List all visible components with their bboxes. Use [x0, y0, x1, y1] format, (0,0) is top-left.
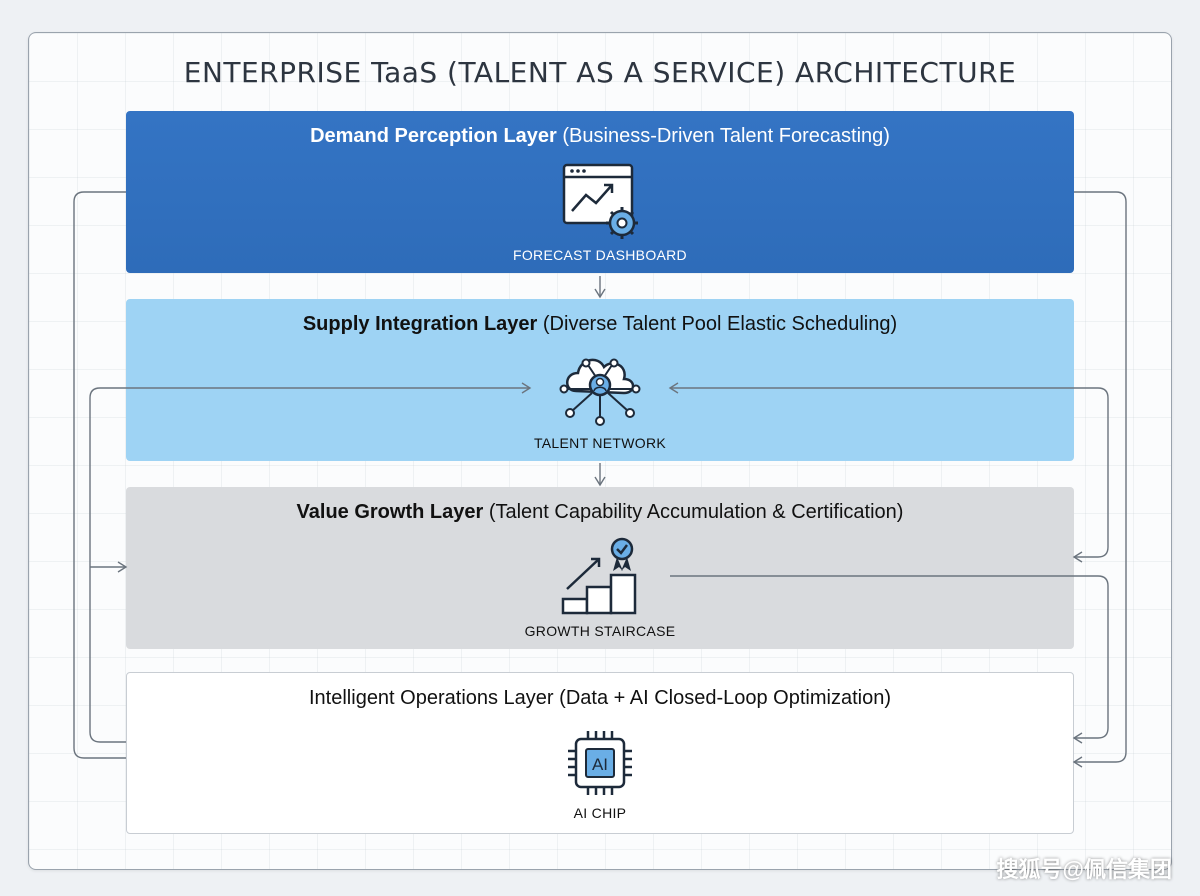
layer-description: (Business-Driven Talent Forecasting) — [562, 125, 890, 147]
layer-name: Demand Perception Layer — [310, 125, 557, 147]
layer-title: Demand Perception Layer (Business-Driven… — [126, 125, 1074, 148]
talent-network-icon — [559, 358, 641, 426]
layer-name: Supply Integration Layer — [302, 313, 538, 335]
ai-chip-icon: AI — [568, 731, 632, 795]
icon-caption: AI CHIP — [573, 805, 627, 821]
forecast-dashboard-icon — [562, 163, 638, 239]
layer-description: (Talent Capability Accumulation & Certif… — [488, 501, 904, 523]
growth-staircase-icon — [561, 537, 637, 615]
intelligent-operations-layer: Intelligent Operations Layer (Data + AI … — [126, 672, 1074, 834]
watermark: 搜狐号@佩信集团 — [996, 857, 1172, 882]
supply-integration-layer: Supply Integration Layer (Diverse Talent… — [126, 299, 1074, 461]
layer-name: Intelligent Operations Layer — [309, 687, 554, 709]
layer-title: Supply Integration Layer (Diverse Talent… — [126, 313, 1074, 336]
icon-caption: TALENT NETWORK — [533, 435, 667, 451]
icon-caption: GROWTH STAIRCASE — [524, 623, 676, 639]
icon-caption: FORECAST DASHBOARD — [513, 247, 687, 263]
layer-name: Value Growth Layer — [296, 501, 484, 523]
demand-perception-layer: Demand Perception Layer (Business-Driven… — [126, 111, 1074, 273]
layer-description: (Data + AI Closed-Loop Optimization) — [559, 687, 891, 709]
chip-label: AI — [592, 755, 608, 774]
value-growth-layer: Value Growth Layer (Talent Capability Ac… — [126, 487, 1074, 649]
layer-title: Value Growth Layer (Talent Capability Ac… — [126, 501, 1074, 524]
diagram-title: ENTERPRISE TaaS (TALENT AS A SERVICE) AR… — [183, 56, 1017, 89]
layer-description: (Diverse Talent Pool Elastic Scheduling) — [542, 313, 898, 335]
layer-title: Intelligent Operations Layer (Data + AI … — [127, 687, 1073, 710]
